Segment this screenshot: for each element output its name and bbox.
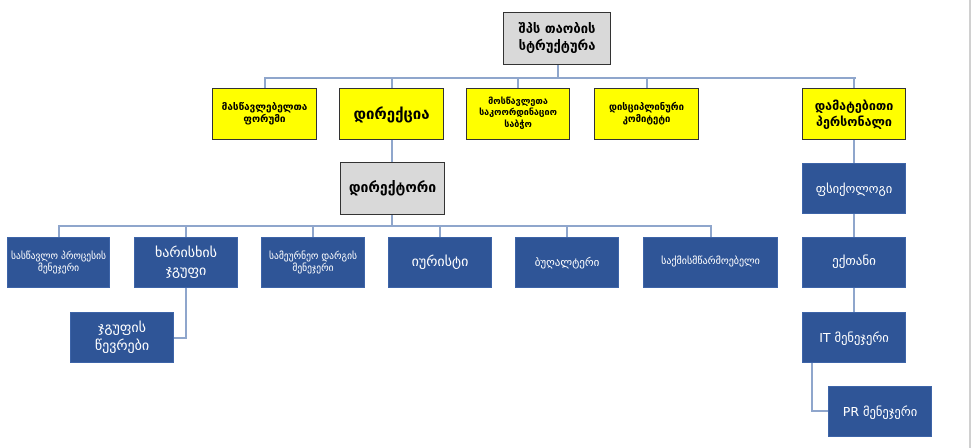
connector [517, 77, 519, 88]
node-accountant[interactable]: ბუღალტერი [515, 237, 619, 288]
root-node[interactable]: შპს თაობის სტრუქტურა [503, 12, 611, 65]
connector [391, 77, 393, 88]
connector [264, 77, 856, 79]
connector [811, 363, 813, 412]
connector [174, 337, 187, 339]
connector [58, 225, 712, 227]
node-label: დამატებითი პერსონალი [814, 98, 894, 129]
node-teachers-forum[interactable]: მასწავლებელთა ფორუმი [212, 88, 317, 140]
connector [557, 65, 559, 78]
node-it-manager[interactable]: IT მენეჯერი [802, 312, 906, 363]
node-disciplinary-committee[interactable]: დისციპლინური კომიტეტი [594, 88, 699, 140]
root-label: შპს თაობის სტრუქტურა [518, 22, 596, 54]
node-clerk[interactable]: საქმისმწარმოებელი [643, 237, 778, 288]
node-label: ბუღალტერი [534, 255, 600, 269]
node-label: სამეურნეო დარგის მენეჯერი [269, 250, 357, 274]
connector [185, 288, 187, 338]
node-additional-staff[interactable]: დამატებითი პერსონალი [802, 88, 906, 140]
node-lawyer[interactable]: იურისტი [388, 237, 492, 288]
node-directorate[interactable]: დირექცია [339, 88, 444, 140]
node-student-council[interactable]: მოსწავლეთა საკოორდინაციო საბჭო [466, 88, 570, 140]
node-label: ჯგუფის წევრები [94, 320, 150, 354]
node-label: IT მენეჯერი [819, 329, 889, 345]
node-label: დირექცია [353, 104, 430, 123]
connector [391, 215, 393, 226]
node-nurse[interactable]: ექთანი [802, 237, 906, 288]
node-label: ხარისხის ჯგუფი [154, 245, 217, 279]
node-quality-group[interactable]: ხარისხის ჯგუფი [134, 237, 238, 288]
node-learning-process-manager[interactable]: სასწავლო პროცესის მენეჯერი [7, 237, 110, 288]
node-label: სასწავლო პროცესის მენეჯერი [11, 250, 106, 274]
connector [710, 225, 712, 237]
node-label: დირექტორი [348, 179, 437, 196]
connector [439, 225, 441, 237]
node-director[interactable]: დირექტორი [340, 162, 445, 215]
node-label: საქმისმწარმოებელი [661, 256, 760, 268]
node-label: მოსწავლეთა საკოორდინაციო საბჭო [479, 97, 557, 130]
connector [853, 77, 855, 88]
connector [566, 225, 568, 237]
node-pr-manager[interactable]: PR მენეჯერი [828, 386, 932, 437]
node-household-manager[interactable]: სამეურნეო დარგის მენეჯერი [261, 237, 365, 288]
node-psychologist[interactable]: ფსიქოლოგი [802, 163, 906, 214]
connector [312, 225, 314, 237]
node-label: მასწავლებელთა ფორუმი [221, 101, 308, 126]
node-label: იურისტი [411, 253, 469, 270]
connector [646, 77, 648, 88]
connector [264, 77, 266, 88]
node-label: ფსიქოლოგი [815, 180, 893, 196]
connector [58, 225, 60, 237]
node-label: ექთანი [832, 254, 876, 270]
node-group-members[interactable]: ჯგუფის წევრები [70, 312, 174, 363]
node-label: დისციპლინური კომიტეტი [609, 102, 684, 125]
connector [391, 140, 393, 162]
page-edge-divider [969, 0, 971, 448]
connector [853, 140, 855, 163]
connector [853, 288, 855, 312]
connector [853, 214, 855, 237]
node-label: PR მენეჯერი [842, 403, 918, 419]
connector [185, 225, 187, 237]
connector [811, 410, 828, 412]
